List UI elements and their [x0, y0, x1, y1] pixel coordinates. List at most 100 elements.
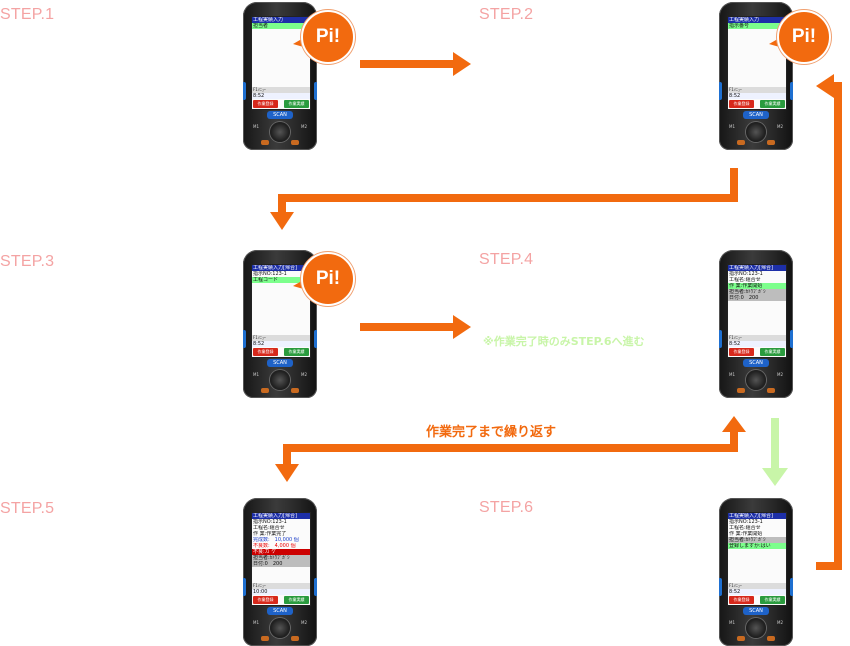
m2-key: M2: [777, 372, 783, 377]
screen-line: 完成数: 10,000 個: [253, 537, 299, 543]
screen-status-bar: 8:52: [728, 589, 786, 595]
arrow-head-icon: [270, 212, 294, 230]
screen-status-bar: 8:52: [728, 93, 786, 99]
side-button: [314, 330, 317, 348]
step-3-label: STEP.3: [0, 253, 55, 270]
arrow-head-icon: [453, 315, 471, 339]
dpad-icon: [746, 122, 766, 142]
m2-key: M2: [301, 372, 307, 377]
screen-title: 工程実績入力[帰合]: [728, 513, 786, 519]
screen-line: 工程名:組合せ: [253, 525, 285, 531]
m1-key: M1: [253, 124, 259, 129]
screen-line: 不良数: 4,000 個: [253, 543, 296, 549]
step-5-label: STEP.5: [0, 500, 55, 517]
m2-key: M2: [777, 124, 783, 129]
scan-key: SCAN: [267, 111, 293, 119]
orange-key-icon: [767, 140, 775, 145]
orange-key-icon: [767, 636, 775, 641]
orange-key-icon: [737, 636, 745, 641]
side-button: [243, 82, 246, 100]
orange-key-icon: [261, 140, 269, 145]
dpad-icon: [746, 618, 766, 638]
screen-title: 工程実績入力[帰合]: [252, 513, 310, 519]
screen-line: 担当者:ｶﾄｳﾌﾞｶﾞｼ: [728, 537, 786, 543]
screen-line: 日付:0 200: [728, 295, 786, 301]
work-register-button: 作業登録: [729, 100, 754, 108]
beep-bubble-step-3: Pi!: [301, 252, 355, 306]
side-button: [790, 578, 793, 596]
side-button: [243, 578, 246, 596]
screen-line: 登録しますか:はい: [728, 543, 786, 549]
arrow-head-icon: [816, 74, 834, 98]
scan-key: SCAN: [743, 607, 769, 615]
m2-key: M2: [777, 620, 783, 625]
scan-key: SCAN: [267, 359, 293, 367]
orange-key-icon: [261, 388, 269, 393]
dpad-icon: [270, 618, 290, 638]
work-results-button: 作業実績: [284, 348, 309, 356]
step-2-label: STEP.2: [479, 6, 534, 23]
arrow-head-icon: [722, 416, 746, 432]
work-register-button: 作業登録: [253, 348, 278, 356]
side-button: [790, 330, 793, 348]
m1-key: M1: [729, 620, 735, 625]
orange-key-icon: [291, 388, 299, 393]
screen-line: 指示NO:123-1: [729, 271, 763, 277]
screen-status-bar: 8:52: [252, 341, 310, 347]
orange-key-icon: [767, 388, 775, 393]
screen-menu-bar: F1ﾒﾆｭｰ: [252, 335, 310, 341]
repeat-until-done-note: 作業完了まで繰り返す: [426, 425, 557, 440]
screen-line: 工程名:組合せ: [729, 277, 761, 283]
screen-line: 作 業:作業完了: [253, 531, 287, 537]
beep-bubble-step-2: Pi!: [777, 10, 831, 64]
screen-line: 不良:カ ケ: [252, 549, 310, 555]
orange-key-icon: [291, 140, 299, 145]
screen-line: 日付:0 200: [252, 561, 310, 567]
screen-line: 作 業:作業開始: [729, 531, 763, 537]
work-register-button: 作業登録: [253, 100, 278, 108]
screen-status-bar: 10:00: [252, 589, 310, 595]
screen-status-bar: 8:52: [728, 341, 786, 347]
orange-key-icon: [737, 140, 745, 145]
screen-menu-bar: F1ﾒﾆｭｰ: [728, 87, 786, 93]
work-results-button: 作業実績: [760, 348, 785, 356]
dpad-icon: [270, 122, 290, 142]
arrow-step4-to-step5: [283, 430, 738, 466]
step-6-label: STEP.6: [479, 499, 534, 516]
arrow-step2-to-step3: [278, 168, 738, 214]
orange-key-icon: [261, 636, 269, 641]
work-register-button: 作業登録: [253, 596, 278, 604]
scan-key: SCAN: [267, 607, 293, 615]
screen-line: 指示NO:123-1: [729, 519, 763, 525]
arrow-head-icon: [762, 468, 788, 486]
side-button: [790, 82, 793, 100]
screen-title: 工程実績入力: [728, 17, 786, 23]
screen-status-bar: 8:52: [252, 93, 310, 99]
screen-line: 担当者: [252, 23, 310, 29]
step-1-label: STEP.1: [0, 6, 55, 23]
screen-line: 指示NO:123-1: [253, 271, 287, 277]
screen-title: 工程実績入力[帰合]: [728, 265, 786, 271]
arrow-head-icon: [275, 464, 299, 482]
m2-key: M2: [301, 124, 307, 129]
screen-menu-bar: F1ﾒﾆｭｰ: [728, 335, 786, 341]
screen-menu-bar: F1ﾒﾆｭｰ: [728, 583, 786, 589]
side-button: [719, 578, 722, 596]
work-register-button: 作業登録: [729, 348, 754, 356]
side-button: [719, 82, 722, 100]
screen-title: 工程実績入力[帰合]: [252, 265, 310, 271]
screen-line: 工程名:組合せ: [729, 525, 761, 531]
side-button: [719, 330, 722, 348]
side-button: [243, 330, 246, 348]
screen-line: 担当者:ｶﾄｳﾌﾞｶﾞｼ: [728, 289, 786, 295]
work-results-button: 作業実績: [284, 100, 309, 108]
screen-line: 指示番号: [728, 23, 786, 29]
side-button: [314, 82, 317, 100]
side-button: [314, 578, 317, 596]
